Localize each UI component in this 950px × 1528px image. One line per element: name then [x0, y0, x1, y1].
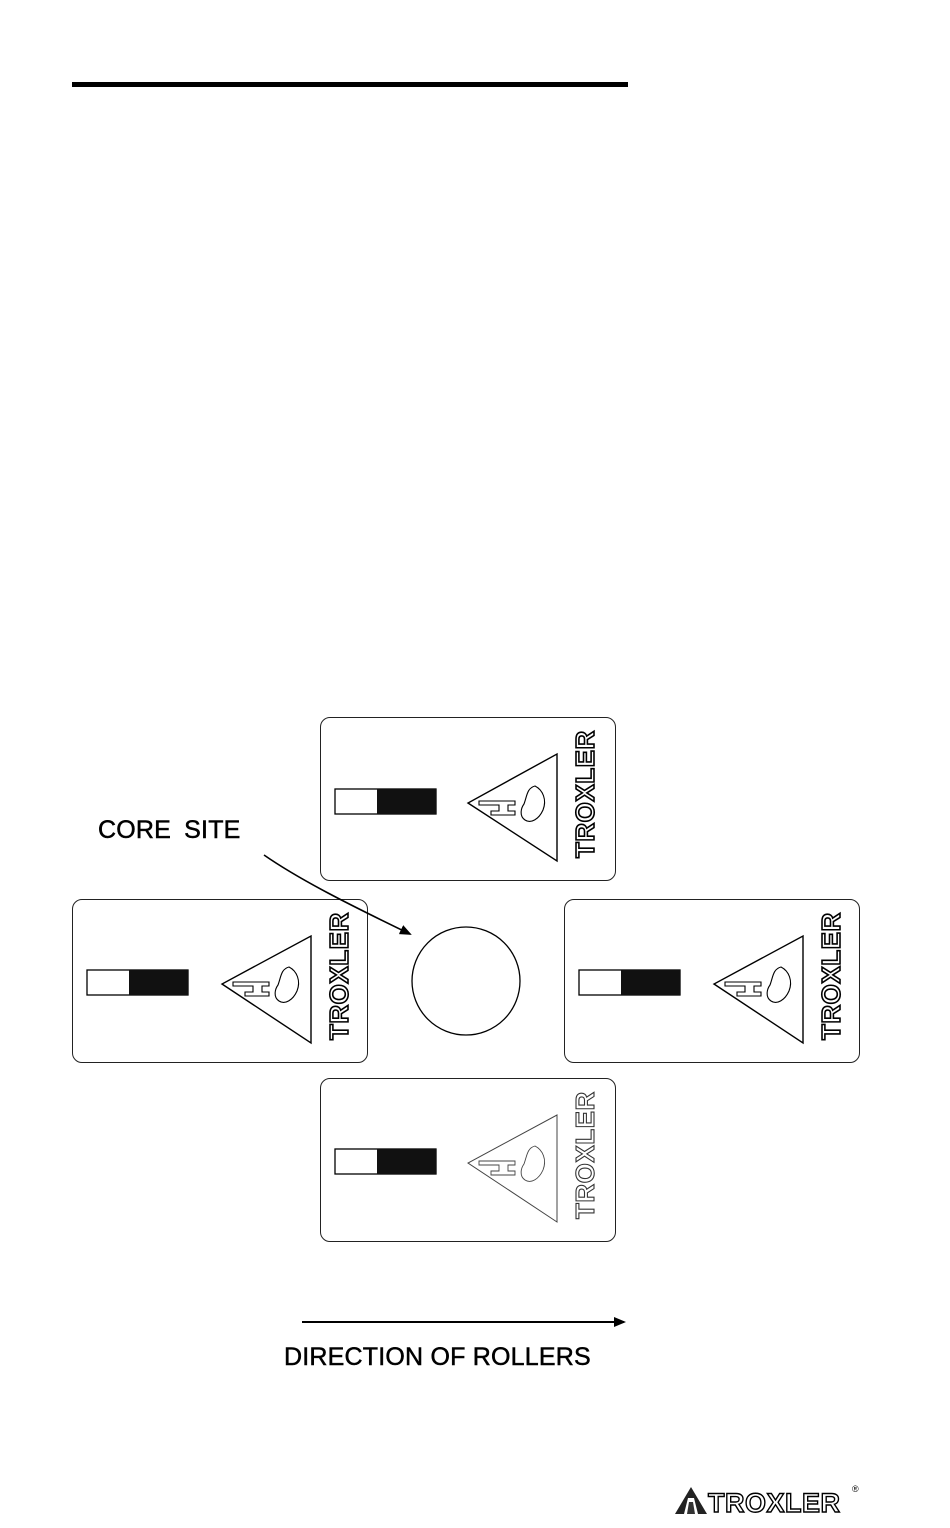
footer-brand-text: TROXLER [708, 1488, 841, 1519]
core-site-label: CORE SITE [98, 816, 241, 845]
core-site-pointer-arrow [264, 855, 410, 934]
direction-label: DIRECTION OF ROLLERS [284, 1343, 591, 1372]
core-site-circle [412, 927, 520, 1035]
troxler-mark-icon [674, 1486, 708, 1516]
registered-mark: ® [852, 1484, 859, 1494]
